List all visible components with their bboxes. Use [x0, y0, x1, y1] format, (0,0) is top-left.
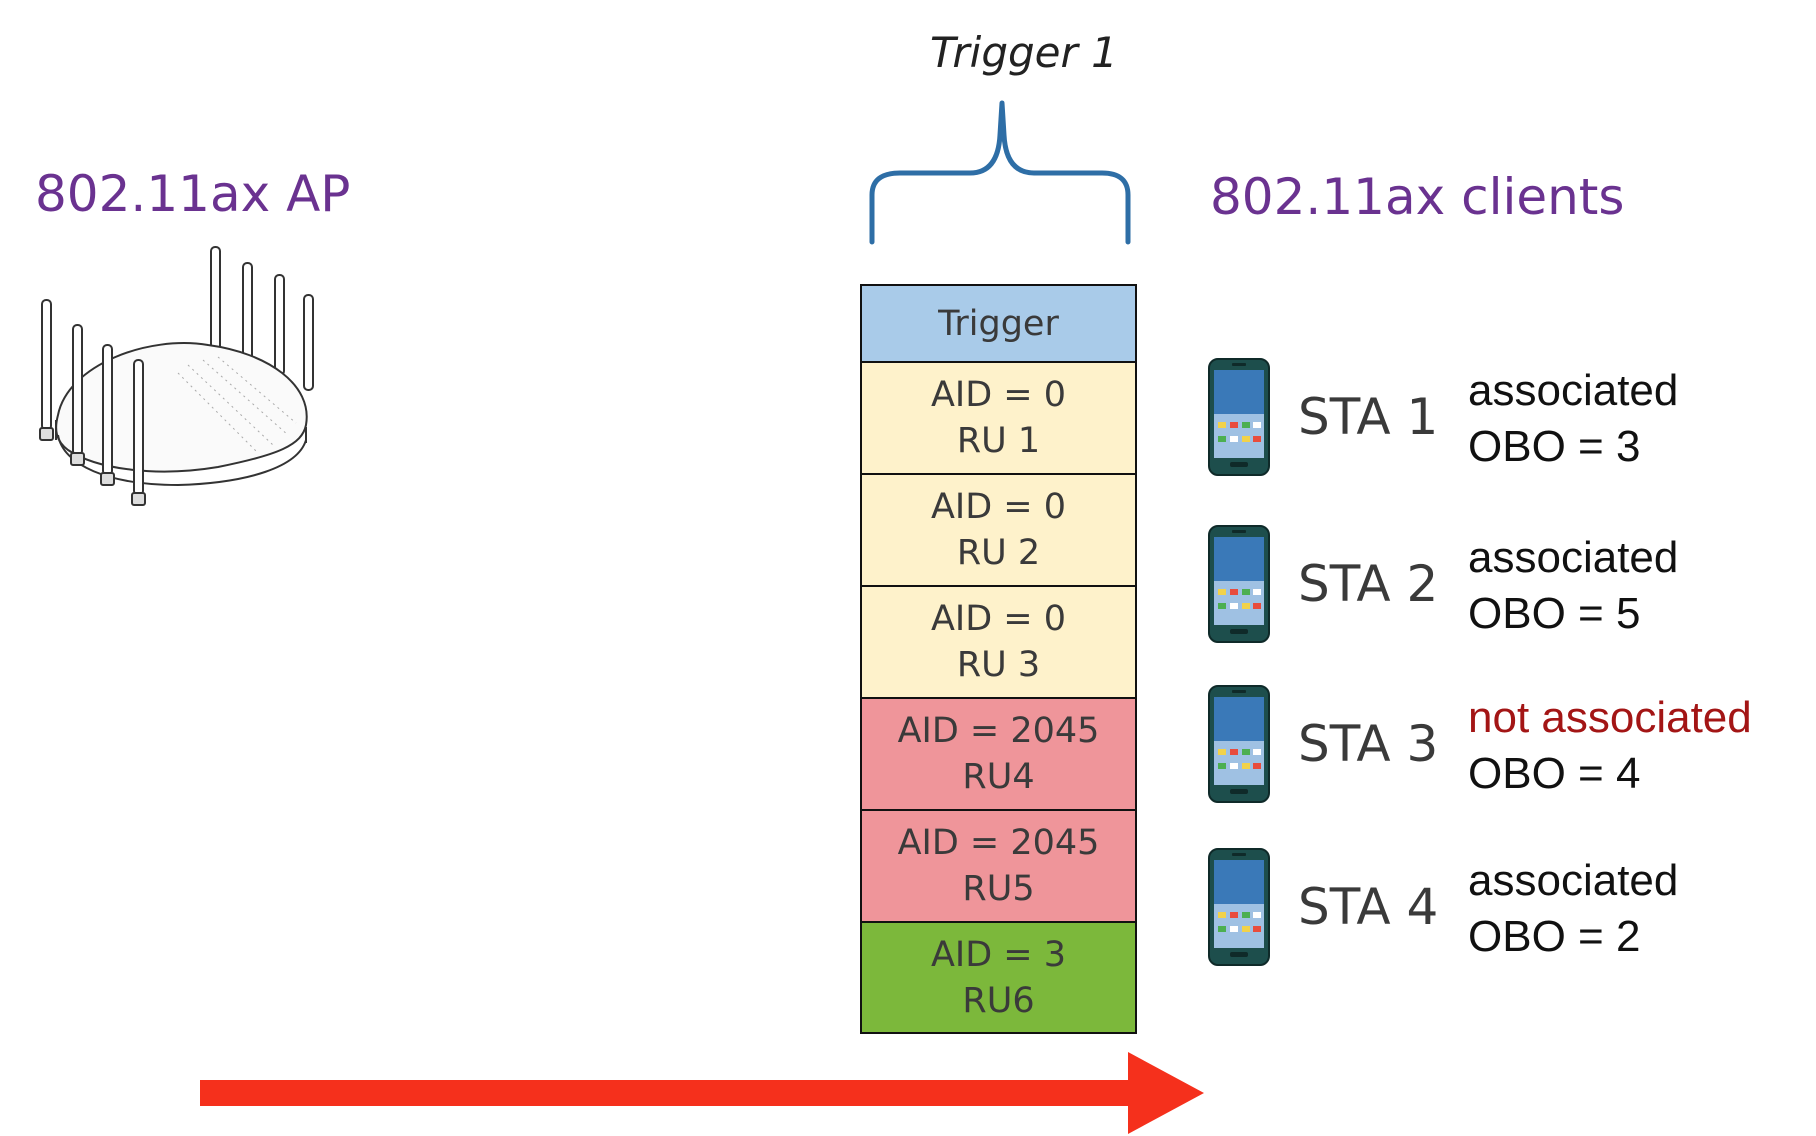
trigger-frame-stack: Trigger AID = 0 RU 1 AID = 0 RU 2 AID = …	[860, 284, 1137, 1034]
station-name: STA 3	[1298, 715, 1439, 773]
smartphone-icon	[1208, 525, 1270, 643]
ru-cell: AID = 0 RU 3	[860, 586, 1137, 698]
station-obo: OBO = 4	[1468, 749, 1641, 798]
aid-label: AID = 2045	[897, 711, 1100, 751]
station-4: STA 4 associated OBO = 2	[1198, 848, 1798, 978]
station-3: STA 3 not associated OBO = 4	[1198, 685, 1798, 815]
station-status: associated	[1468, 366, 1679, 415]
ru-label: RU 3	[956, 645, 1041, 685]
station-status: associated	[1468, 856, 1679, 905]
access-point-icon	[39, 246, 314, 506]
ru-label: RU6	[962, 980, 1035, 1021]
trigger-header-label: Trigger	[938, 303, 1059, 344]
arrow-right-icon	[200, 1052, 1204, 1134]
ru-cell: AID = 2045 RU4	[860, 698, 1137, 810]
station-obo: OBO = 3	[1468, 422, 1641, 471]
ru-label: RU4	[962, 757, 1035, 797]
aid-label: AID = 0	[930, 487, 1067, 527]
smartphone-icon	[1208, 685, 1270, 803]
curly-brace-icon	[869, 100, 1131, 245]
station-status: associated	[1468, 533, 1679, 582]
aid-label: AID = 0	[930, 599, 1067, 639]
smartphone-icon	[1208, 848, 1270, 966]
ru-label: RU5	[962, 869, 1035, 909]
trigger-caption: Trigger 1	[930, 28, 1118, 77]
aid-label: AID = 2045	[897, 823, 1100, 863]
station-2: STA 2 associated OBO = 5	[1198, 525, 1798, 655]
ap-title: 802.11ax AP	[35, 165, 351, 223]
station-name: STA 1	[1298, 388, 1439, 446]
aid-label: AID = 3	[930, 934, 1067, 975]
smartphone-icon	[1208, 358, 1270, 476]
station-name: STA 4	[1298, 878, 1439, 936]
ru-cell: AID = 0 RU 1	[860, 362, 1137, 474]
station-name: STA 2	[1298, 555, 1439, 613]
ru-label: RU 1	[956, 421, 1041, 461]
ru-cell: AID = 0 RU 2	[860, 474, 1137, 586]
ru-cell: AID = 2045 RU5	[860, 810, 1137, 922]
station-obo: OBO = 2	[1468, 912, 1641, 961]
aid-label: AID = 0	[930, 375, 1067, 415]
clients-title: 802.11ax clients	[1210, 168, 1625, 226]
station-obo: OBO = 5	[1468, 589, 1641, 638]
station-status: not associated	[1468, 693, 1752, 742]
ru-cell: AID = 3 RU6	[860, 922, 1137, 1034]
station-1: STA 1 associated OBO = 3	[1198, 358, 1798, 488]
ru-label: RU 2	[956, 533, 1041, 573]
trigger-header-cell: Trigger	[860, 284, 1137, 362]
